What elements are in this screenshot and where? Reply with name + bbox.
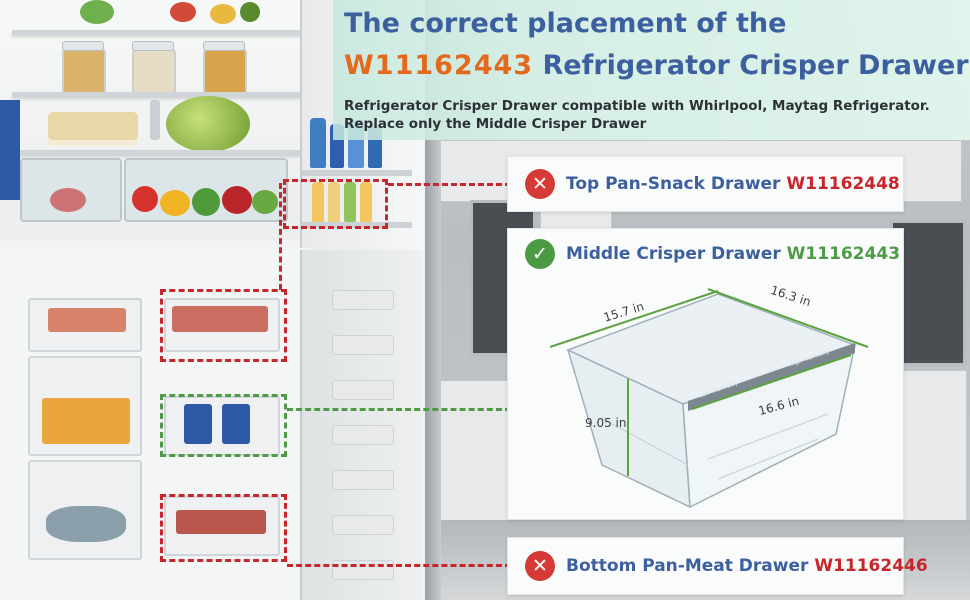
option-card-bottom-pan: ✕ Bottom Pan-Meat Drawer W11162446 bbox=[507, 537, 928, 595]
top-pan-highlight bbox=[160, 289, 287, 362]
option-name: Middle Crisper Drawer bbox=[566, 244, 781, 264]
x-icon: ✕ bbox=[525, 169, 555, 199]
subtitle: Refrigerator Crisper Drawer compatible w… bbox=[344, 97, 959, 133]
product-title: W11162443 Refrigerator Crisper Drawer bbox=[344, 50, 969, 81]
middle-drawer-highlight bbox=[160, 394, 287, 457]
subtitle-line-2: Replace only the Middle Crisper Drawer bbox=[344, 116, 647, 132]
check-icon: ✓ bbox=[525, 239, 555, 269]
dim-height: 9.05 in bbox=[585, 416, 627, 430]
part-number: W11162443 bbox=[344, 50, 534, 81]
option-card-middle-crisper: ✓ Middle Crisper Drawer W11162443 15.7 i… bbox=[507, 228, 904, 520]
option-name: Bottom Pan-Meat Drawer bbox=[566, 556, 809, 576]
page-title: The correct placement of the bbox=[344, 8, 787, 39]
crisper-drawer-diagram bbox=[549, 288, 869, 509]
product-name: Refrigerator Crisper Drawer bbox=[542, 50, 969, 81]
top-drawer-highlight bbox=[283, 179, 388, 229]
x-icon: ✕ bbox=[525, 551, 555, 581]
option-card-top-pan: ✕ Top Pan-Snack Drawer W11162448 bbox=[507, 156, 904, 212]
subtitle-line-1: Refrigerator Crisper Drawer compatible w… bbox=[344, 98, 930, 114]
bottom-drawer-highlight bbox=[160, 494, 287, 562]
option-part: W11162443 bbox=[786, 244, 901, 264]
refrigerator-photo bbox=[0, 0, 441, 600]
option-name: Top Pan-Snack Drawer bbox=[566, 174, 781, 194]
option-title: Top Pan-Snack Drawer W11162448 bbox=[566, 174, 900, 194]
option-title: Bottom Pan-Meat Drawer W11162446 bbox=[566, 556, 928, 576]
option-part: W11162448 bbox=[786, 174, 900, 194]
title-banner bbox=[333, 0, 970, 140]
option-part: W11162446 bbox=[814, 556, 928, 576]
option-title: Middle Crisper Drawer W11162443 bbox=[566, 244, 900, 264]
